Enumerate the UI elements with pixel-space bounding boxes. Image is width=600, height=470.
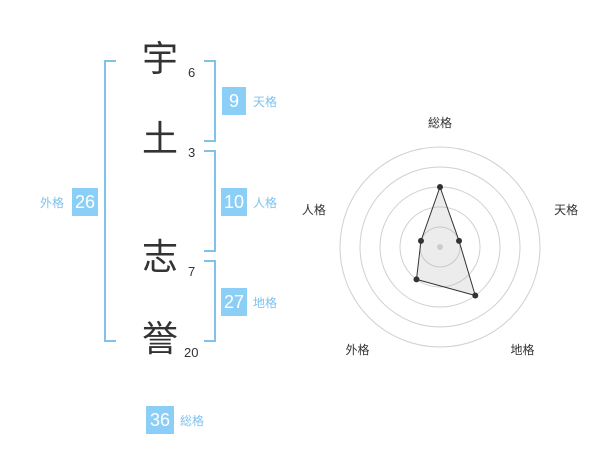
- name-char-2: 土: [142, 119, 179, 160]
- jinkaku-label: 人格: [253, 196, 278, 210]
- gaikaku-bracket: [104, 60, 116, 342]
- chikaku-bracket: [204, 260, 216, 342]
- tenkaku-bracket: [204, 60, 216, 142]
- chikaku-label: 地格: [253, 296, 278, 310]
- radar-point: [413, 276, 420, 283]
- radar-axis-label: 地格: [511, 342, 535, 357]
- radar-points: [413, 184, 479, 299]
- stroke-count-4: 20: [184, 345, 199, 360]
- radar-point: [417, 237, 424, 244]
- jinkaku-badge: 10: [221, 188, 247, 216]
- stroke-count-1: 6: [188, 65, 196, 80]
- radar-axis-label: 外格: [345, 342, 369, 357]
- soukaku-badge: 36: [146, 406, 174, 434]
- radar-axis-label: 人格: [302, 202, 326, 217]
- radar-axis-label: 天格: [554, 202, 578, 217]
- radar-ring: [339, 146, 541, 348]
- radar-point: [472, 292, 479, 299]
- tenkaku-label: 天格: [253, 95, 278, 109]
- name-char-4: 誉: [142, 319, 179, 360]
- radar-ring: [399, 206, 481, 288]
- chikaku-badge: 27: [221, 288, 247, 316]
- radar-point: [456, 237, 463, 244]
- gaikaku-badge: 26: [72, 188, 98, 216]
- name-char-1: 宇: [142, 39, 179, 80]
- radar-axis-label: 総格: [428, 115, 452, 130]
- stroke-count-3: 7: [188, 264, 196, 279]
- radar-ring: [359, 166, 521, 328]
- radar-center: [437, 244, 443, 250]
- stroke-count-2: 3: [188, 145, 196, 160]
- soukaku-label: 総格: [180, 414, 205, 428]
- radar-rings: [339, 146, 541, 348]
- radar-point: [437, 184, 443, 190]
- tenkaku-badge: 9: [222, 87, 246, 115]
- gaikaku-label: 外格: [40, 196, 65, 210]
- radar-polygon: [415, 185, 477, 297]
- name-char-3: 志: [142, 237, 179, 278]
- jinkaku-bracket: [204, 150, 216, 252]
